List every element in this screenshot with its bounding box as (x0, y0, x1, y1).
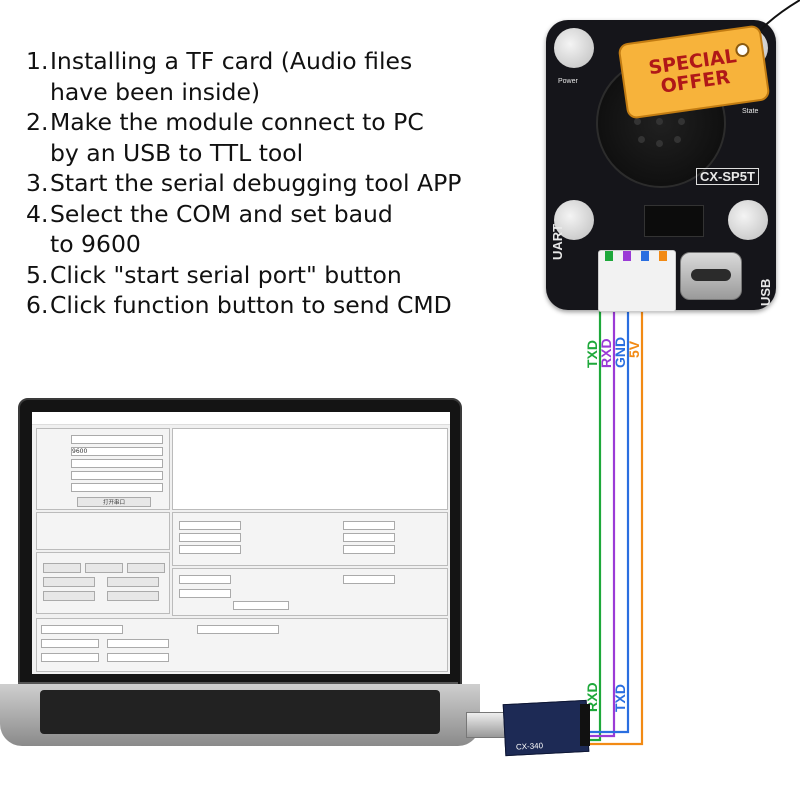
vol-up-button[interactable] (107, 591, 159, 601)
tag-hole (734, 42, 751, 58)
app-title-bar (32, 412, 450, 425)
device-settings-panel (36, 512, 170, 550)
receive-area (172, 428, 448, 510)
wire-gnd (588, 250, 630, 734)
laptop-screen: 9600 打开串口 (18, 398, 462, 688)
volume-panel (172, 568, 448, 616)
databits-select[interactable] (71, 459, 163, 468)
baud-select[interactable]: 9600 (71, 447, 163, 456)
wire-label-5v: 5V (626, 340, 642, 358)
open-port-button[interactable]: 打开串口 (77, 497, 151, 507)
track-select-panel (36, 618, 448, 672)
instruction-step: 1.Installing a TF card (Audio files have… (26, 47, 413, 106)
usb-ttl-label: CX-340 (515, 741, 544, 752)
stop-button[interactable] (127, 563, 165, 573)
usb-label: USB (758, 278, 773, 306)
instruction-step: 2.Make the module connect to PC by an US… (26, 108, 424, 167)
play-button[interactable] (43, 563, 81, 573)
parity-select[interactable] (71, 483, 163, 492)
instruction-step: 5.Click "start serial port" button (26, 260, 402, 289)
port-settings-panel: 9600 打开串口 (36, 428, 170, 510)
stopbits-select[interactable] (71, 471, 163, 480)
next-button[interactable] (107, 577, 159, 587)
chip (644, 205, 704, 237)
mount-hole (554, 28, 594, 68)
uart-label: UART (550, 223, 565, 260)
state-label: State (742, 108, 759, 115)
uart-connector (598, 250, 676, 312)
vol-down-button[interactable] (43, 591, 95, 601)
status-panel (172, 512, 448, 566)
wire-rxd (588, 250, 616, 738)
instruction-step: 4.Select the COM and set baud to 9600 (26, 199, 393, 259)
serial-debug-app: 9600 打开串口 (32, 412, 450, 674)
usb-ttl-pins (580, 704, 590, 746)
wire-label-txd-bottom: TXD (612, 684, 628, 712)
instruction-step: 6.Click function button to send CMD (26, 291, 452, 319)
power-label: Power (558, 78, 578, 85)
wire-5v (586, 250, 644, 746)
port-select[interactable] (71, 435, 163, 444)
instruction-list: 1.Installing a TF card (Audio files have… (26, 46, 546, 321)
prev-button[interactable] (43, 577, 95, 587)
instruction-step: 3.Start the serial debugging tool APP (26, 169, 462, 197)
usb-c-port (680, 252, 742, 300)
usb-ttl-adapter: CX-340 (502, 699, 590, 757)
mount-hole (554, 200, 594, 240)
playback-control-panel (36, 552, 170, 614)
wire-txd (586, 250, 602, 742)
laptop-keyboard (40, 690, 440, 734)
mount-hole (728, 200, 768, 240)
model-label: CX-SP5T (696, 168, 759, 185)
pause-button[interactable] (85, 563, 123, 573)
